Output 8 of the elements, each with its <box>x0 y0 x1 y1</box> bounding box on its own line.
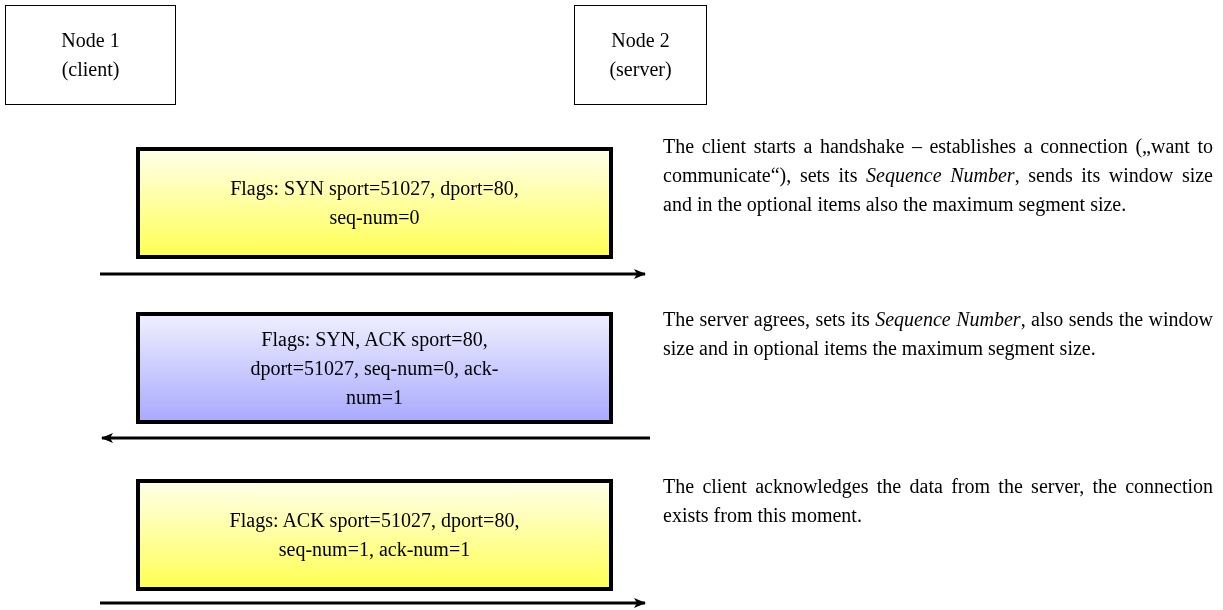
description-text: The server agrees, sets its Sequence Number, also sends the window size and in optional items the maximum segment size. <box>663 307 1213 362</box>
participant-box: Node 2 (server) <box>574 5 707 105</box>
description-text: The client starts a handshake – establishes a connection („want to communicate“), sets its Sequence Number, sends its window size and in the optional items also the maximum segment size. <box>663 134 1213 218</box>
message-box: Flags: SYN, ACK sport=80, dport=51027, seq-num=0, ack-num=1 <box>136 312 613 424</box>
message-box: Flags: SYN sport=51027, dport=80, seq-num=0 <box>136 147 613 259</box>
description-text: The client acknowledges the data from the server, the connection exists from this moment. <box>663 474 1213 528</box>
message-box: Flags: ACK sport=51027, dport=80, seq-num=1, ack-num=1 <box>136 479 613 591</box>
participant-box: Node 1 (client) <box>5 5 176 105</box>
